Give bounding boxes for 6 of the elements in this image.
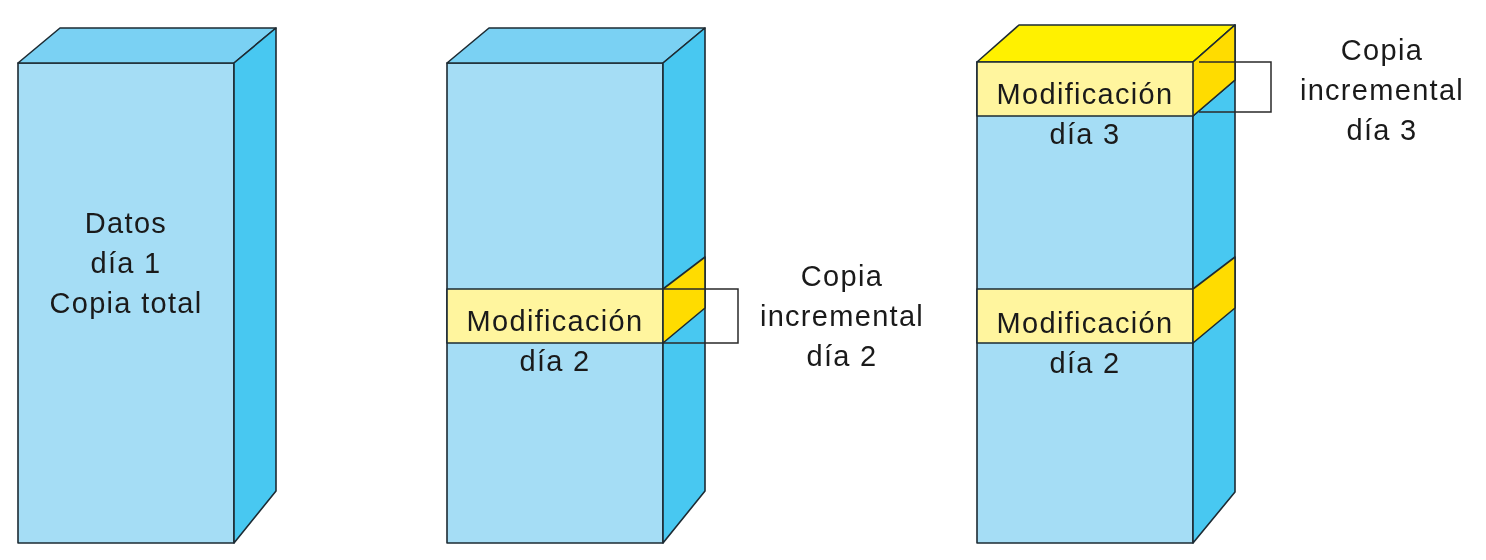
band-label: Modificación día 3: [996, 79, 1174, 149]
band-label: Modificación día 2: [466, 306, 644, 376]
caption-text: Copia incremental día 2: [759, 261, 925, 371]
band-label: Modificación día 2: [996, 308, 1174, 378]
block-label: Datos día 1 Copia total: [49, 208, 203, 318]
caption-text: Copia incremental día 3: [1299, 35, 1465, 145]
